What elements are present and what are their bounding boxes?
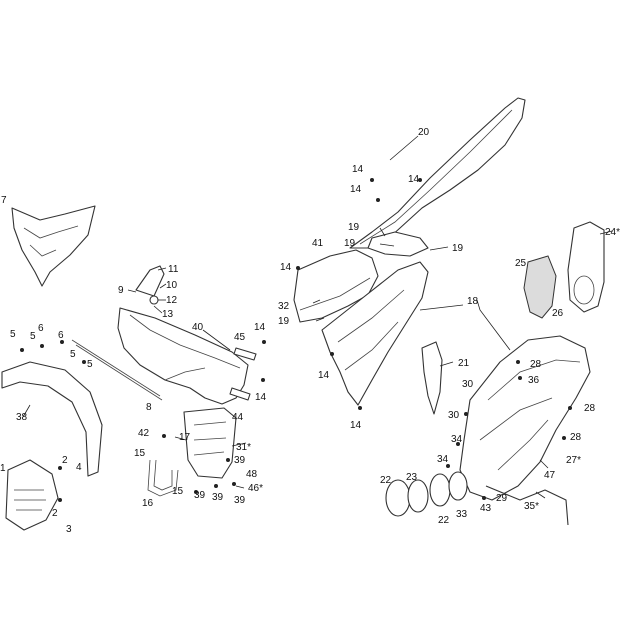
- intake-rubber-part: [385, 471, 468, 517]
- callout-11: 11: [168, 264, 179, 275]
- callout-44: 44: [232, 412, 244, 423]
- callout-15: 15: [134, 448, 146, 459]
- callout-34: 34: [451, 434, 463, 445]
- callout-29: 29: [496, 493, 508, 504]
- callout-1: 1: [0, 463, 6, 474]
- fuel-pump-part: [183, 407, 237, 479]
- intake-boot-part: [523, 255, 557, 319]
- rear-fender-part: [349, 97, 526, 249]
- callout-14: 14: [318, 370, 330, 381]
- callout-39: 39: [234, 495, 246, 506]
- front-fender-part: [1, 361, 103, 477]
- airbox-frame-part: [485, 485, 569, 526]
- callout-9: 9: [118, 285, 124, 296]
- seat-bracket-part: [367, 231, 429, 257]
- callout-22: 22: [438, 515, 450, 526]
- callout-28: 28: [584, 403, 596, 414]
- callout-31: 31*: [236, 442, 251, 453]
- breather-valve-part: [135, 265, 165, 305]
- callout-30: 30: [448, 410, 460, 421]
- callout-39: 39: [212, 492, 224, 503]
- callout-23: 23: [406, 472, 418, 483]
- callout-19: 19: [278, 316, 290, 327]
- callout-28: 28: [570, 432, 582, 443]
- callout-39: 39: [234, 455, 246, 466]
- callout-8: 8: [146, 402, 152, 413]
- callout-5: 5: [30, 331, 36, 342]
- callout-19: 19: [348, 222, 360, 233]
- callout-12: 12: [166, 295, 178, 306]
- callout-32: 32: [278, 301, 290, 312]
- callout-21: 21: [458, 358, 470, 369]
- headlight-mask-part: [11, 205, 96, 287]
- callout-26: 26: [552, 308, 564, 319]
- callout-19: 19: [344, 238, 356, 249]
- callout-14: 14: [350, 420, 362, 431]
- number-plate-part: [421, 341, 443, 415]
- callout-47: 47: [544, 470, 556, 481]
- leader-lines: [22, 135, 613, 499]
- callout-14: 14: [280, 262, 292, 273]
- disc-guard-part: [5, 459, 59, 531]
- callout-2: 2: [52, 508, 58, 519]
- callout-3: 3: [66, 524, 72, 535]
- fuel-hose-part: [71, 339, 257, 401]
- pump-hose-part: [147, 459, 179, 497]
- callout-30: 30: [462, 379, 474, 390]
- callout-18: 18: [467, 296, 479, 307]
- callout-48: 48: [246, 469, 258, 480]
- callout-4: 4: [76, 462, 82, 473]
- callout-22: 22: [380, 475, 392, 486]
- airbox-cover-part: [321, 261, 429, 406]
- callout-15: 15: [172, 486, 184, 497]
- callout-33: 33: [456, 509, 468, 520]
- callout-5: 5: [87, 359, 93, 370]
- callout-34: 34: [437, 454, 449, 465]
- callout-40: 40: [192, 322, 204, 333]
- callout-14: 14: [255, 392, 267, 403]
- callout-38: 38: [16, 412, 28, 423]
- callout-19: 19: [452, 243, 464, 254]
- callout-2: 2: [62, 455, 68, 466]
- callout-20: 20: [418, 127, 430, 138]
- callout-6: 6: [58, 330, 64, 341]
- air-filter-part: [567, 221, 605, 313]
- callout-41: 41: [312, 238, 324, 249]
- callout-46: 46*: [248, 483, 263, 494]
- callout-36: 36: [528, 375, 540, 386]
- callout-24: 24*: [605, 227, 620, 238]
- callout-28: 28: [530, 359, 542, 370]
- fuel-tank-part: [117, 307, 249, 405]
- callout-5: 5: [70, 349, 76, 360]
- callout-27: 27*: [566, 455, 581, 466]
- callout-5: 5: [10, 329, 16, 340]
- callout-14: 14: [408, 174, 420, 185]
- callout-14: 14: [254, 322, 266, 333]
- callout-42: 42: [138, 428, 150, 439]
- callout-14: 14: [350, 184, 362, 195]
- airbox-part: [459, 335, 591, 501]
- callout-43: 43: [480, 503, 492, 514]
- callout-39: 39: [194, 490, 206, 501]
- callout-14: 14: [352, 164, 364, 175]
- callout-6: 6: [38, 323, 44, 334]
- callout-labels: 20 14 14 14 7 19 19 19 41 24* 14 25 11 9…: [0, 127, 620, 535]
- callout-17: 17: [179, 432, 191, 443]
- callout-45: 45: [234, 332, 246, 343]
- callout-25: 25: [515, 258, 527, 269]
- callout-7: 7: [1, 195, 7, 206]
- callout-13: 13: [162, 309, 174, 320]
- fastener-bolts: [20, 178, 572, 502]
- callout-16: 16: [142, 498, 154, 509]
- callout-10: 10: [166, 280, 178, 291]
- callout-35: 35*: [524, 501, 539, 512]
